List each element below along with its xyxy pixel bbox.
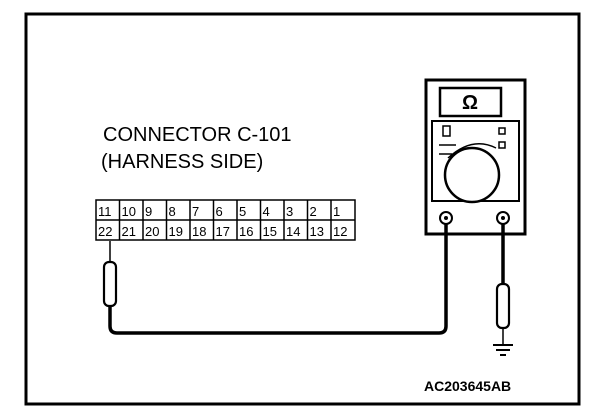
ohm-symbol: Ω	[462, 92, 478, 114]
connector-pin-label: 7	[192, 204, 199, 219]
test-probe	[102, 260, 118, 308]
connector-pin-label: 1	[333, 204, 340, 219]
multimeter: Ω	[424, 78, 527, 236]
probe-lead-wire	[108, 224, 448, 335]
connector-pin-label: 19	[169, 224, 183, 239]
connector-pin-label: 10	[122, 204, 136, 219]
connector-pin-label: 21	[122, 224, 136, 239]
rotary-dial	[443, 146, 501, 204]
range-indicator-right-top	[498, 127, 506, 135]
connector-pin-label: 18	[192, 224, 206, 239]
connector-pin-label: 14	[286, 224, 300, 239]
connector-pin-label: 11	[98, 204, 112, 219]
connector-pin-label: 8	[169, 204, 176, 219]
connector-subtitle: (HARNESS SIDE)	[101, 151, 263, 173]
probe-jack-left-center	[444, 216, 448, 220]
connector-pin-label: 17	[216, 224, 230, 239]
connector-pin-label: 5	[239, 204, 246, 219]
connector-pin-label: 13	[310, 224, 324, 239]
connector-pin-label: 4	[263, 204, 270, 219]
ground-probe	[495, 282, 511, 330]
connector-pin-label: 12	[333, 224, 347, 239]
probe-jack-right-center	[501, 216, 505, 220]
figure-frame	[24, 12, 581, 406]
connector-pin-label: 16	[239, 224, 253, 239]
range-indicator-left	[442, 125, 451, 137]
connector-pin-label: 3	[286, 204, 293, 219]
connector-pin-label: 15	[263, 224, 277, 239]
connector-pin-label: 2	[310, 204, 317, 219]
connector-pin-label: 6	[216, 204, 223, 219]
figure-code: AC203645AB	[424, 378, 511, 394]
connector-title: CONNECTOR C-101	[103, 124, 292, 146]
ground-icon	[493, 344, 513, 356]
multimeter-display	[438, 86, 503, 118]
connector-pin-label: 20	[145, 224, 159, 239]
connector-pin-label: 9	[145, 204, 152, 219]
range-indicator-right-bottom	[498, 141, 506, 149]
dial-scale-arc	[447, 143, 497, 159]
connector-pin-label: 22	[98, 224, 112, 239]
